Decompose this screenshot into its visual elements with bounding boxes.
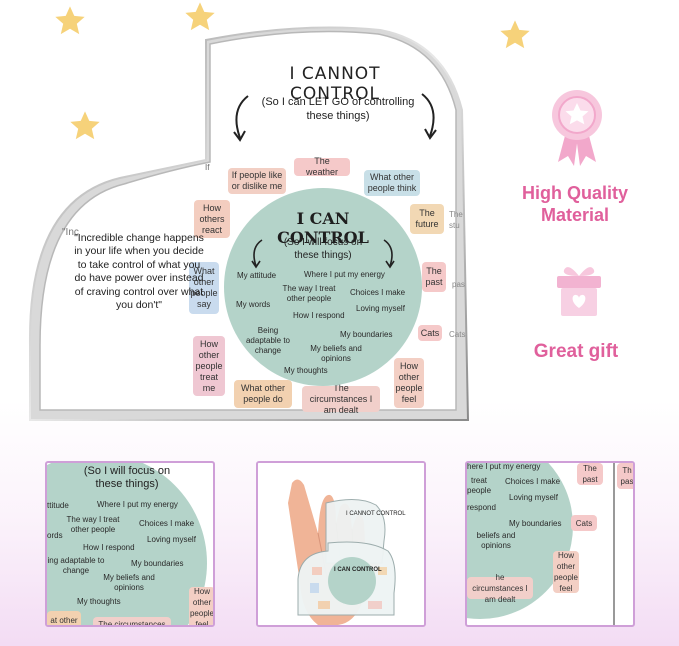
ghost-text: The xyxy=(449,210,463,219)
item-loving: Loving myself xyxy=(356,304,405,313)
mini-cannot-title: I CANNOT CONTROL xyxy=(346,511,406,517)
item-boundaries: My boundaries xyxy=(340,330,393,339)
thumb-item: My boundaries xyxy=(509,519,562,528)
item-respond: How I respond xyxy=(293,311,345,320)
thumb-note: How other people feel xyxy=(553,551,579,593)
note-people-like: If people like or dislike me xyxy=(228,168,286,194)
note-others-treat: How other people treat me xyxy=(193,336,225,396)
thumb-item: ing adaptable to change xyxy=(47,556,105,575)
subtitle-line: these things) xyxy=(294,250,352,261)
feature-line: Material xyxy=(540,205,610,225)
star-icon xyxy=(55,6,85,35)
thumb-item: Choices I make xyxy=(139,519,195,528)
note-circumstances: The circumstances I am dealt xyxy=(302,383,380,415)
ghost-text: stu xyxy=(449,221,460,230)
ghost-text: If xyxy=(205,163,210,172)
thumb-note: at other xyxy=(47,611,81,625)
note-weather: The weather xyxy=(294,156,350,177)
gift-box-icon xyxy=(557,267,601,316)
thumbnail-closeup-right[interactable]: here I put my energy The past Th pas tre… xyxy=(465,461,635,627)
can-control-subtitle: (So I will focus on these things) xyxy=(256,236,390,262)
thumb-note: Cats xyxy=(571,515,597,531)
thumb-note: he circumstances I am dealt xyxy=(467,573,533,604)
cannot-control-subtitle: (So I can LET GO of controlling these th… xyxy=(238,95,438,123)
ghost-text: "Inc xyxy=(62,227,79,238)
quote-text: "Incredible change happens in your life … xyxy=(74,232,204,312)
feature-line: High Quality xyxy=(521,183,628,203)
thumbnail-closeup-left[interactable]: (So I will focus on these things) ttitud… xyxy=(45,461,215,627)
thumb-item: My beliefs and opinions xyxy=(103,573,155,592)
thumb-item: My thoughts xyxy=(77,597,121,606)
item-adaptable: Being adaptable to change xyxy=(245,326,291,355)
ghost-text: pas xyxy=(452,280,465,289)
note-cats: Cats xyxy=(418,325,442,341)
ghost-text: Cats xyxy=(449,330,466,339)
curved-arrow-icon xyxy=(421,93,437,140)
subtitle-line: (So I can LET GO of controlling xyxy=(261,96,415,108)
thumb-item: respond xyxy=(467,503,496,512)
high-quality-label: High Quality Material xyxy=(500,182,650,226)
curved-arrow-icon xyxy=(233,95,249,142)
note-people-think: What other people think xyxy=(364,170,420,196)
subtitle-line: (So I will focus on xyxy=(83,465,171,477)
great-gift-label: Great gift xyxy=(533,341,619,362)
note-others-do: What other people do xyxy=(234,380,292,408)
item-choices: Choices I make xyxy=(350,288,406,297)
item-words: My words xyxy=(236,300,271,309)
can-control-circle xyxy=(224,188,422,386)
star-icon xyxy=(70,111,100,140)
curved-arrow-icon xyxy=(251,239,263,269)
subtitle-line: these things) xyxy=(95,478,159,490)
thumb-note: The past xyxy=(577,463,603,485)
thumb-item: ords xyxy=(47,531,63,540)
subtitle-line: these things) xyxy=(306,110,370,122)
note-others-feel: How other people feel xyxy=(394,358,424,408)
hand-image xyxy=(258,463,424,625)
thumb-item: here I put my energy xyxy=(467,462,541,471)
thumb-note: Th pas xyxy=(617,463,633,489)
note-others-say: What other people say xyxy=(189,262,219,314)
award-ribbon-icon xyxy=(552,90,602,166)
thumb-item: Loving myself xyxy=(147,535,196,544)
star-icon xyxy=(500,20,530,49)
subtitle-line: (So I will focus on xyxy=(283,237,363,248)
thumb-note: The circumstances xyxy=(93,617,171,625)
thumb-item: How I respond xyxy=(83,543,135,552)
plaque-edge xyxy=(613,463,615,625)
thumb-subtitle: (So I will focus on these things) xyxy=(57,465,197,491)
thumb-item: beliefs and opinions xyxy=(476,531,516,550)
thumb-item: Choices I make xyxy=(505,477,561,486)
thumbnail-hand-photo[interactable]: I CANNOT CONTROL I CAN CONTROL xyxy=(256,461,426,627)
item-thoughts: My thoughts xyxy=(284,366,328,375)
can-control-title: I CAN CONTROL xyxy=(277,209,369,247)
thumb-item: Where I put my energy xyxy=(97,500,178,509)
star-icon xyxy=(185,2,215,31)
item-energy: Where I put my energy xyxy=(304,270,385,279)
item-beliefs: My beliefs and opinions xyxy=(310,344,362,363)
item-treat: The way I treat other people xyxy=(282,284,336,303)
thumb-note: How other people feel xyxy=(189,587,215,627)
thumb-item: ttitude xyxy=(47,501,69,510)
curved-arrow-icon xyxy=(383,239,395,269)
mini-can-title: I CAN CONTROL xyxy=(334,567,382,573)
thumb-item: treat people xyxy=(467,476,492,495)
note-others-react: How others react xyxy=(194,200,230,238)
item-attitude: My attitude xyxy=(237,271,277,280)
note-future: The future xyxy=(410,204,444,234)
note-past: The past xyxy=(422,262,446,292)
thumb-item: Loving myself xyxy=(509,493,558,502)
thumb-item: The way I treat other people xyxy=(66,515,120,534)
thumb-item: My boundaries xyxy=(131,559,184,568)
cannot-control-title: I CANNOT CONTROL xyxy=(289,64,381,104)
